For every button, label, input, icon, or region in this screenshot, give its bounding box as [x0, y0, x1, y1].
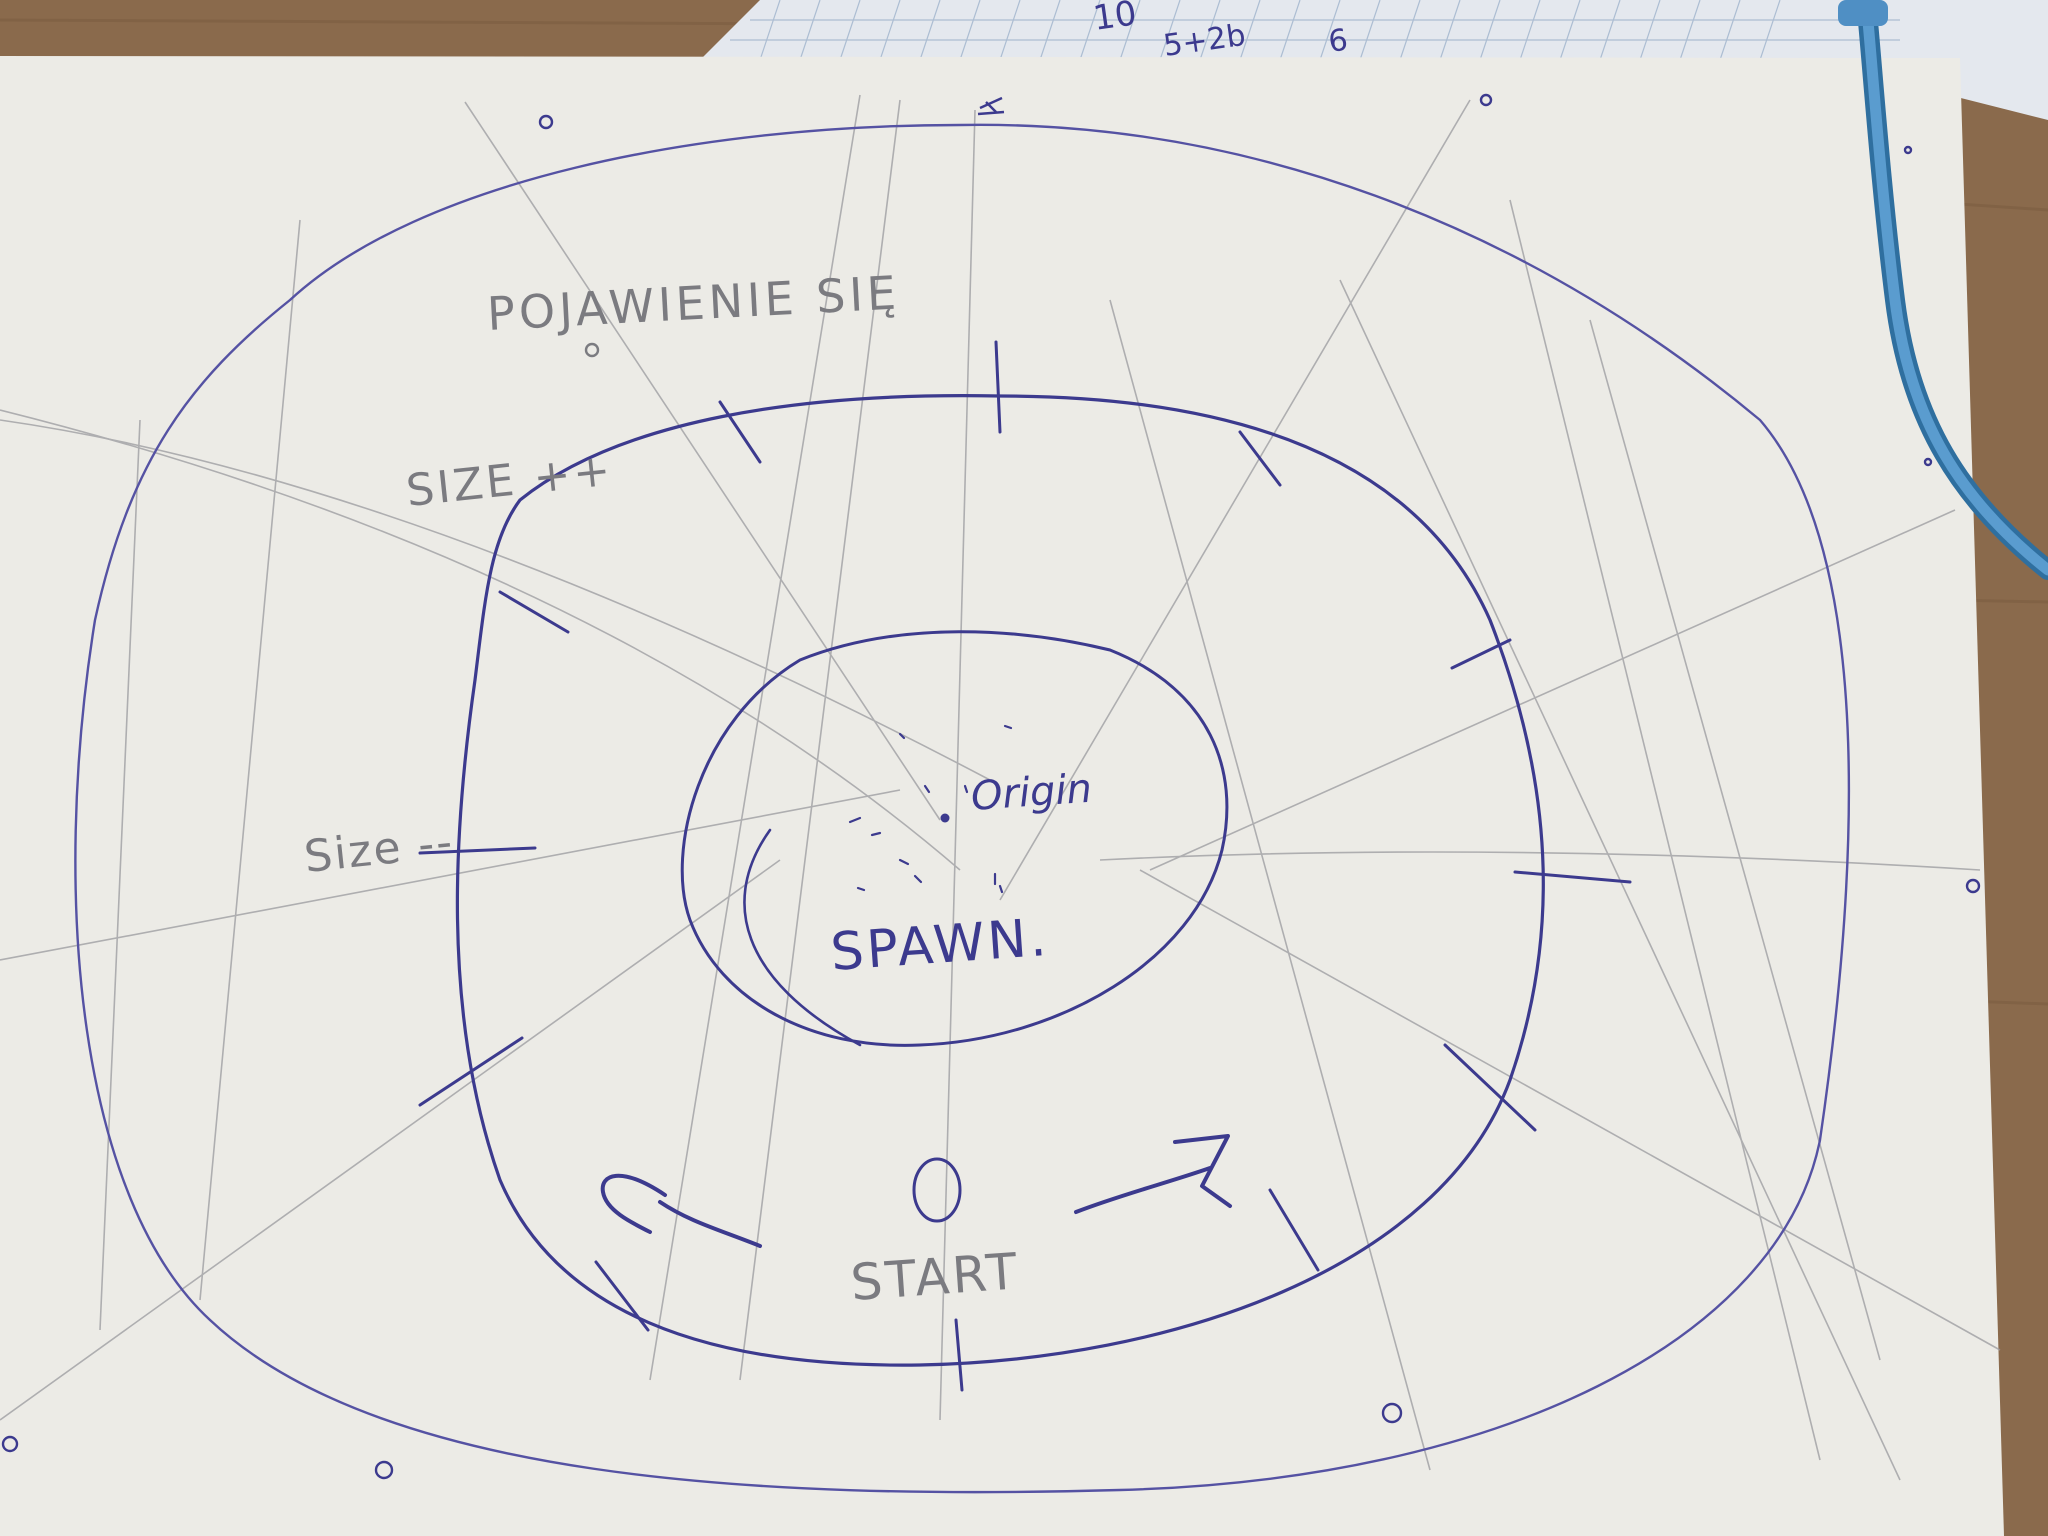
- origin-scatter-marks: [848, 724, 1013, 894]
- pencil-guide-lines: [0, 94, 2001, 1481]
- usb-cable-icon: [1838, 0, 2048, 580]
- paper-sheet: [0, 56, 2004, 1536]
- small-circle-icon: [1923, 457, 1933, 467]
- arrow-right-icon: [1074, 1134, 1232, 1214]
- circle-icon: [912, 1157, 962, 1223]
- ring-tick-marks: [418, 340, 1632, 1392]
- middle-ring: [455, 394, 1545, 1367]
- grid-note-line1: 10: [1091, 0, 1139, 39]
- label-origin: Origin: [969, 766, 1093, 820]
- label-start: START: [849, 1242, 1022, 1312]
- small-circle-icon: [1903, 145, 1913, 155]
- small-circle-icon: [1381, 1402, 1403, 1424]
- small-circle-icon: [538, 114, 554, 130]
- curved-arrow-left-icon: [600, 1173, 762, 1248]
- small-circle-icon: [1, 1435, 19, 1453]
- pencil-point: [584, 342, 600, 358]
- small-circle-icon: [1479, 93, 1493, 107]
- grid-note-line3: 6: [1326, 23, 1350, 60]
- small-circle-icon: [1965, 878, 1981, 894]
- boundary-markers: [1, 93, 1981, 1480]
- small-circle-icon: [374, 1460, 394, 1480]
- outer-boundary: [74, 123, 1851, 1494]
- inner-ring-overlap: [743, 828, 862, 1047]
- dot-icon: [940, 813, 950, 823]
- top-marker-glyph: [977, 96, 1005, 116]
- inner-ring: [680, 630, 1229, 1047]
